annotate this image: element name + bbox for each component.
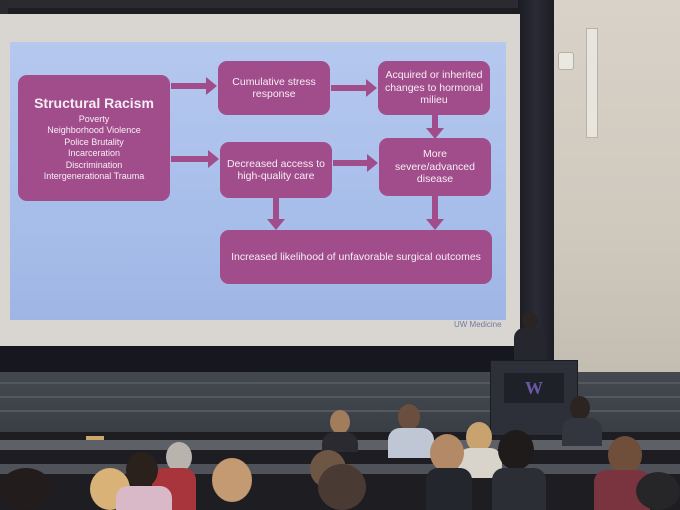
arrow-stress-to-hormonal bbox=[331, 79, 377, 97]
audience-head bbox=[0, 468, 52, 510]
speaker-body bbox=[514, 328, 546, 364]
stress-response-text: Cumulative stress response bbox=[232, 75, 316, 101]
care-access-box: Decreased access to high-quality care bbox=[220, 142, 332, 198]
podium-logo: W bbox=[504, 373, 564, 403]
audience-body bbox=[492, 468, 546, 510]
audience-head bbox=[466, 422, 492, 452]
stress-response-box: Cumulative stress response bbox=[218, 61, 330, 115]
factor-item: Discrimination bbox=[65, 159, 123, 170]
structural-racism-box: Structural Racism Poverty Neighborhood V… bbox=[18, 75, 170, 201]
audience-body bbox=[562, 418, 602, 446]
stage-step bbox=[0, 382, 680, 384]
arrow-access-to-outcomes bbox=[267, 198, 285, 230]
advanced-disease-text: More severe/advanced disease bbox=[395, 148, 475, 186]
surgical-outcomes-text: Increased likelihood of unfavorable surg… bbox=[231, 250, 481, 263]
stage-step bbox=[0, 396, 680, 398]
arrow-to-access bbox=[171, 150, 219, 168]
ceiling bbox=[0, 0, 680, 8]
audience-body bbox=[426, 468, 472, 510]
hormonal-milieu-box: Acquired or inherited changes to hormona… bbox=[378, 61, 490, 115]
audience-head bbox=[398, 404, 420, 430]
slide: Structural Racism Poverty Neighborhood V… bbox=[10, 42, 506, 329]
care-access-text: Decreased access to high-quality care bbox=[226, 157, 326, 183]
audience-head bbox=[212, 458, 252, 502]
advanced-disease-box: More severe/advanced disease bbox=[379, 138, 491, 196]
hormonal-milieu-text: Acquired or inherited changes to hormona… bbox=[384, 69, 484, 107]
audience-head bbox=[430, 434, 464, 472]
factor-item: Police Brutality bbox=[64, 136, 124, 147]
arrow-access-to-disease bbox=[333, 154, 378, 172]
audience-head bbox=[318, 464, 366, 510]
factor-item: Neighborhood Violence bbox=[47, 125, 141, 135]
surgical-outcomes-box: Increased likelihood of unfavorable surg… bbox=[220, 230, 492, 284]
audience bbox=[0, 396, 680, 510]
factor-item: Intergenerational Trauma bbox=[43, 171, 145, 181]
structural-racism-title: Structural Racism bbox=[34, 94, 154, 111]
audience-body bbox=[388, 428, 434, 458]
projection-screen: Structural Racism Poverty Neighborhood V… bbox=[0, 14, 520, 346]
audience-head bbox=[330, 410, 350, 434]
wall-speaker bbox=[558, 52, 574, 70]
arrow-to-stress bbox=[171, 77, 217, 95]
audience-head bbox=[608, 436, 642, 474]
wall-light-fixture bbox=[586, 28, 598, 138]
audience-head bbox=[126, 452, 158, 488]
audience-head bbox=[498, 430, 534, 470]
slide-footer-logo: UW Medicine bbox=[454, 320, 502, 329]
audience-head bbox=[166, 442, 192, 472]
speaker-head bbox=[522, 312, 538, 330]
audience-body bbox=[116, 486, 172, 510]
arrow-disease-to-outcomes bbox=[426, 196, 444, 230]
factor-item: Incarceration bbox=[67, 148, 121, 158]
speaker bbox=[510, 312, 550, 364]
audience-head bbox=[636, 472, 680, 510]
audience-body bbox=[322, 432, 358, 452]
factor-item: Poverty bbox=[78, 113, 110, 124]
arrow-hormonal-to-disease bbox=[426, 115, 444, 139]
audience-head bbox=[570, 396, 590, 420]
